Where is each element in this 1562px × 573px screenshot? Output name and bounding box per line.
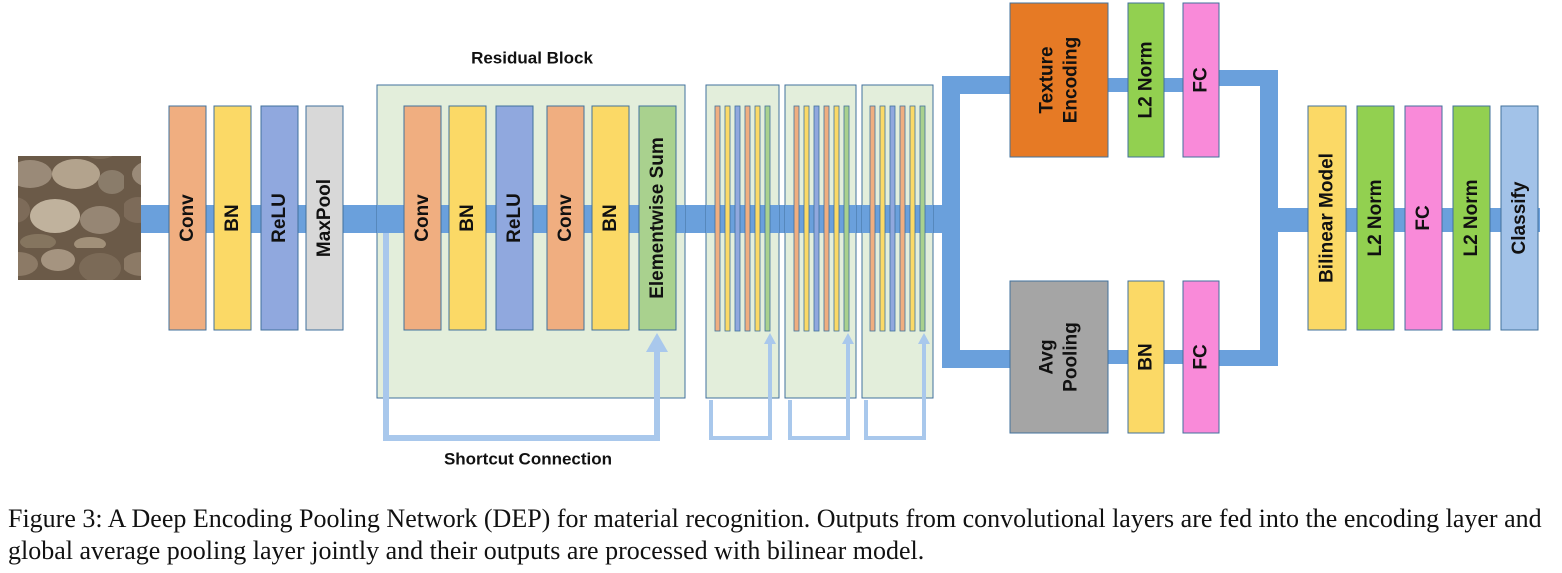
mini-layer-bn [833,105,840,332]
bottom-fc-block [1182,280,1220,434]
bottom-fc-label: FC [1191,344,1212,370]
elementwise-sum-block [638,105,677,331]
mini-layer-sum [843,105,850,332]
mini-layer-bn [724,105,731,332]
mini-layer-relu [734,105,741,332]
stem-conv-block [168,105,207,331]
shortcut-arrow-head [646,333,668,352]
avg-pooling-block [1009,280,1109,434]
top-fc-block [1182,2,1220,158]
mini-layer-bn [909,105,916,332]
mini-shortcut-arrow-2 [842,333,854,344]
avg-pooling-label-line2: Pooling [1061,322,1082,392]
shortcut-connection-line [383,233,660,441]
mini-shortcut-1 [709,342,772,440]
branch-bottom-line [942,350,1012,368]
mini-layer-bn [879,105,886,332]
residual-conv1-block [403,105,442,331]
dep-network-diagram: Conv BN ReLU MaxPool Residual Block Conv… [18,2,1540,469]
bilinear-model-label: Bilinear Model [1317,153,1338,283]
bottom-connector-1 [1108,350,1130,364]
mini-layer-conv [899,105,906,332]
branch-top-line [942,76,1012,94]
bottom-bn-label: BN [1136,343,1157,370]
branch-vertical [942,76,960,368]
mini-layer-relu [813,105,820,332]
stem-maxpool-block [305,105,344,331]
mini-shortcut-2 [788,342,850,440]
stem-maxpool-label: MaxPool [314,179,335,257]
mini-shortcut-arrow-1 [764,333,776,344]
bottom-bn-block [1127,280,1165,434]
top-fc-label: FC [1191,67,1212,93]
head-l2norm1-block [1356,105,1395,331]
residual-conv2-block [546,105,585,331]
stem-bn-label: BN [222,204,243,231]
mini-layer-bn [754,105,761,332]
mini-layer-conv [793,105,800,332]
mini-layer-sum [919,105,926,332]
residual-relu-label: ReLU [504,193,525,243]
top-connector-1 [1108,78,1130,92]
texture-encoding-block [1009,2,1109,158]
residual-conv2-label: Conv [555,194,576,242]
mini-layer-bn [803,105,810,332]
avg-pooling-label-line1: Avg [1037,339,1058,374]
stem-relu-block [260,105,299,331]
mini-layer-sum [764,105,771,332]
texture-encoding-label-line1: Texture [1037,46,1058,113]
head-l2norm2-label: L2 Norm [1461,179,1482,256]
head-trunk [1260,208,1540,232]
elementwise-sum-label: Elementwise Sum [647,137,668,299]
residual-conv1-label: Conv [412,194,433,242]
classify-block [1500,105,1539,331]
residual-bn1-block [448,105,487,331]
stem-relu-label: ReLU [269,193,290,243]
input-texture-image [18,156,141,280]
residual-relu-block [495,105,534,331]
residual-bn2-label: BN [600,204,621,231]
mini-layer-conv [744,105,751,332]
top-l2norm-block [1127,2,1165,158]
head-l2norm1-label: L2 Norm [1365,179,1386,256]
stem-conv-label: Conv [177,194,198,242]
mini-layer-conv [869,105,876,332]
figure-caption: Figure 3: A Deep Encoding Pooling Networ… [8,504,1542,565]
mini-layer-conv [714,105,721,332]
head-fc-label: FC [1413,205,1434,231]
top-l2norm-label: L2 Norm [1136,41,1157,118]
head-fc-block [1404,105,1443,331]
classify-label: Classify [1509,181,1530,254]
residual-bn2-block [591,105,630,331]
stem-bn-block [213,105,252,331]
bilinear-model-block [1307,105,1347,331]
residual-bn1-label: BN [457,204,478,231]
shortcut-connection-label: Shortcut Connection [444,450,612,469]
bottom-connector-2 [1163,350,1185,364]
texture-encoding-label-line2: Encoding [1061,37,1082,124]
residual-block-title: Residual Block [471,49,593,68]
mini-layer-relu [889,105,896,332]
head-l2norm2-block [1452,105,1491,331]
mini-shortcut-arrow-3 [918,333,930,344]
mini-layer-conv [823,105,830,332]
mini-shortcut-3 [864,342,926,440]
top-connector-2 [1163,78,1185,92]
